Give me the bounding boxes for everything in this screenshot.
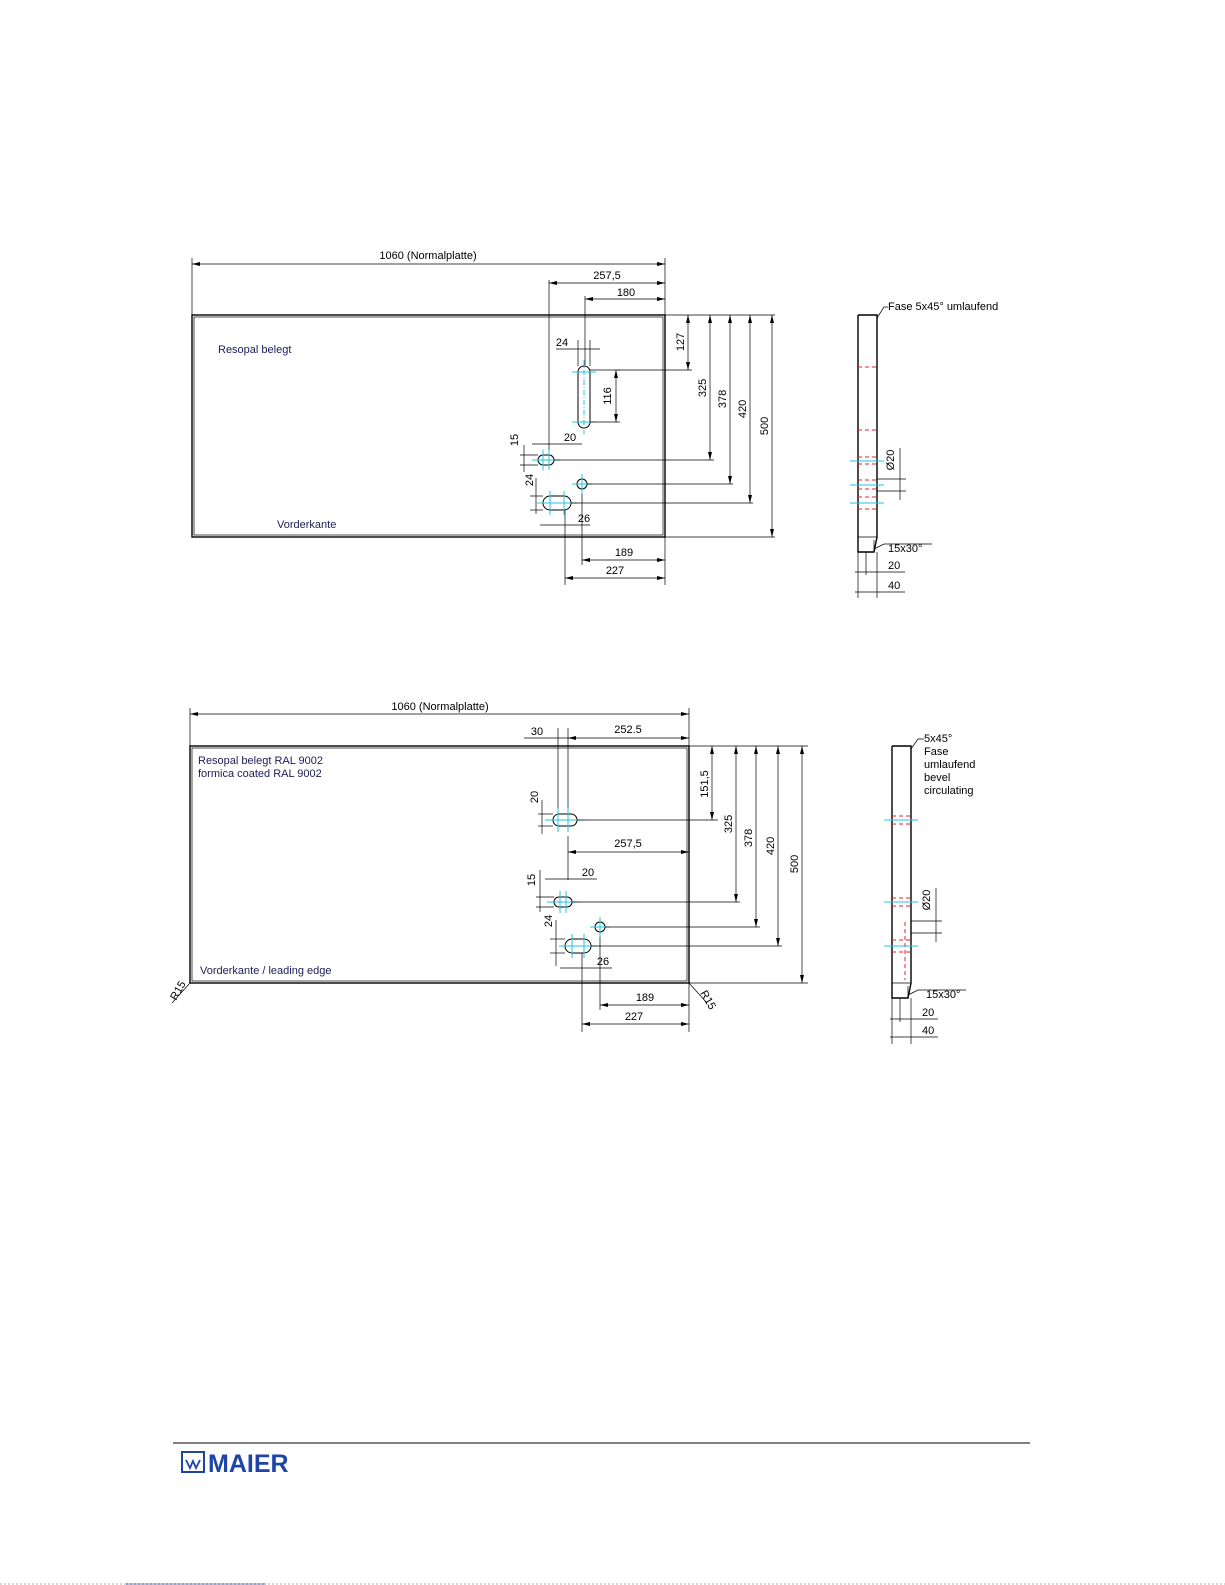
note-line-1: Resopal belegt RAL 9002 bbox=[198, 755, 323, 767]
dim-325-2: 325 bbox=[723, 815, 735, 833]
side-bevel: 15x30° bbox=[888, 543, 922, 555]
dim-378-2: 378 bbox=[743, 829, 755, 847]
dim-26-2: 26 bbox=[597, 956, 609, 968]
drawing-2-top-view: 1060 (Normalplatte) 30 252.5 Resopal bel… bbox=[168, 701, 808, 1032]
dim-420: 420 bbox=[737, 400, 749, 418]
dim-257-5: 257,5 bbox=[593, 270, 621, 282]
side2-20: 20 bbox=[922, 1007, 934, 1019]
dim-20-2: 20 bbox=[582, 867, 594, 879]
side2-diameter: Ø20 bbox=[921, 890, 933, 911]
side2-chamfer-2: Fase bbox=[924, 746, 948, 758]
drawing-1-top-view: 1060 (Normalplatte) 257,5 180 Resopal be… bbox=[191, 250, 775, 585]
dim-325: 325 bbox=[697, 379, 709, 397]
dim-24-2: 24 bbox=[543, 915, 555, 927]
dim-127: 127 bbox=[675, 333, 687, 351]
dim-20: 20 bbox=[564, 432, 576, 444]
radius-left: R15 bbox=[168, 979, 188, 1002]
dim-24-top: 24 bbox=[556, 337, 568, 349]
dim-30: 30 bbox=[531, 726, 543, 738]
side2-chamfer-4: bevel bbox=[924, 772, 950, 784]
dim-257-5-2: 257,5 bbox=[614, 838, 642, 850]
dim-420-2: 420 bbox=[765, 837, 777, 855]
dim-500: 500 bbox=[759, 417, 771, 435]
plate-outline-2 bbox=[189, 745, 690, 984]
dim-overall-width-2: 1060 (Normalplatte) bbox=[391, 701, 488, 713]
dim-overall-width: 1060 (Normalplatte) bbox=[379, 250, 476, 262]
plate-chamfer-line bbox=[193, 316, 664, 536]
side2-chamfer-1: 5x45° bbox=[924, 733, 952, 745]
side-chamfer-note: Fase 5x45° umlaufend bbox=[888, 301, 998, 313]
side2-bevel: 15x30° bbox=[926, 989, 960, 1001]
dim-116: 116 bbox=[602, 387, 614, 405]
drawing-1-side-view: Fase 5x45° umlaufend Ø20 15x30° 20 40 bbox=[850, 301, 998, 598]
footer: MAIER bbox=[0, 1442, 1225, 1585]
logo-wordmark: MAIER bbox=[208, 1450, 289, 1478]
dim-180: 180 bbox=[617, 287, 635, 299]
dim-15: 15 bbox=[509, 434, 521, 446]
side-diameter: Ø20 bbox=[885, 450, 897, 471]
dim-151-5: 151,5 bbox=[699, 770, 711, 798]
maier-logo: MAIER bbox=[181, 1450, 289, 1478]
side2-chamfer-3: umlaufend bbox=[924, 759, 975, 771]
note-front-edge-2: Vorderkante / leading edge bbox=[200, 965, 332, 977]
dim-252-5: 252.5 bbox=[614, 724, 642, 736]
radius-right: R15 bbox=[697, 989, 717, 1012]
dim-227: 227 bbox=[606, 565, 624, 577]
dim-227-2: 227 bbox=[625, 1011, 643, 1023]
dim-378: 378 bbox=[717, 390, 729, 408]
plate-outline bbox=[191, 314, 666, 538]
dim-26: 26 bbox=[578, 513, 590, 525]
dim-500-2: 500 bbox=[789, 855, 801, 873]
drawing-2-side-view: 5x45° Fase umlaufend bevel circulating Ø… bbox=[884, 733, 975, 1044]
note-front-edge: Vorderkante bbox=[277, 519, 336, 531]
dim-20-slot: 20 bbox=[529, 791, 541, 803]
side-20: 20 bbox=[888, 560, 900, 572]
note-surface: Resopal belegt bbox=[218, 344, 291, 356]
dim-189-2: 189 bbox=[636, 992, 654, 1004]
dim-189: 189 bbox=[615, 547, 633, 559]
side2-40: 40 bbox=[922, 1025, 934, 1037]
plate-chamfer-line-2 bbox=[191, 747, 688, 982]
note-line-2: formica coated RAL 9002 bbox=[198, 768, 322, 780]
dim-15-2: 15 bbox=[526, 874, 538, 886]
side-40: 40 bbox=[888, 580, 900, 592]
dim-24-side: 24 bbox=[524, 474, 536, 486]
side2-chamfer-5: circulating bbox=[924, 785, 974, 797]
